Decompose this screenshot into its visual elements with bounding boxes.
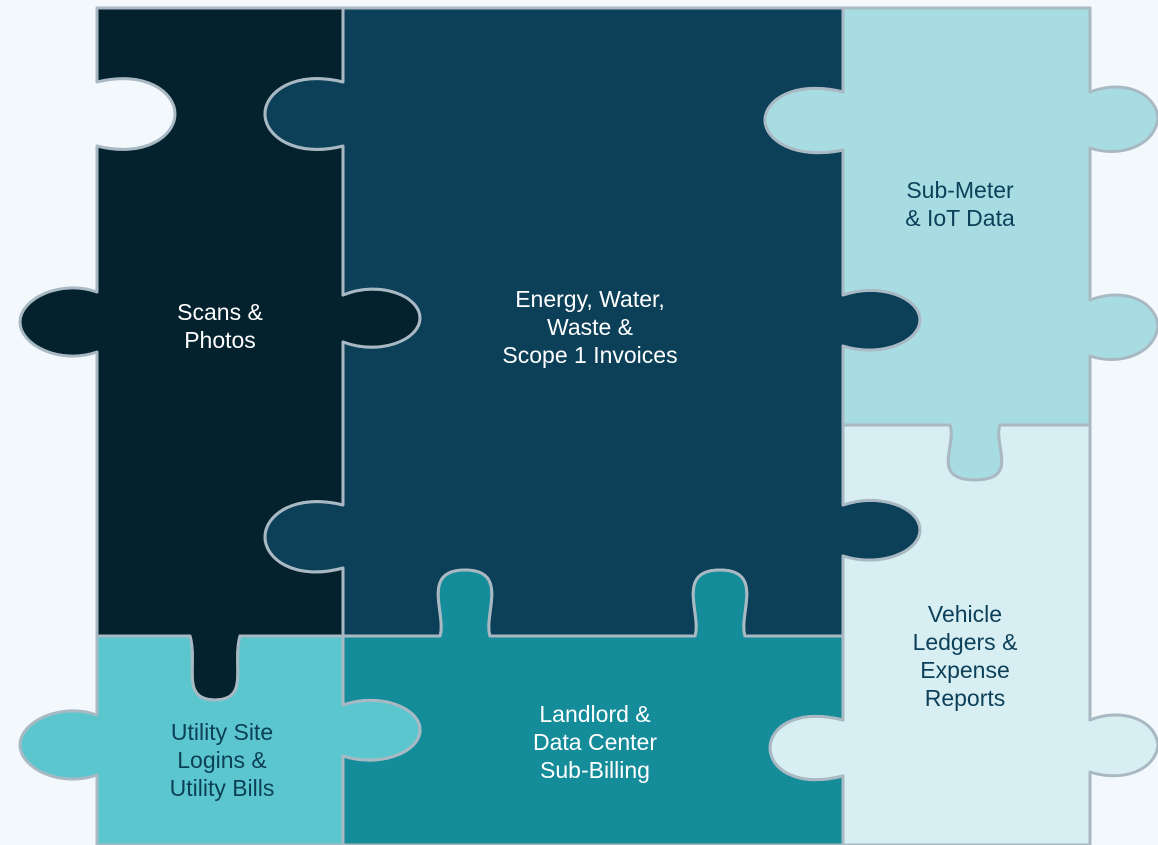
- piece-vehicle-ledgers: [768, 423, 1158, 845]
- label-line: Sub-Meter: [906, 177, 1014, 203]
- label-line: & IoT Data: [905, 205, 1015, 231]
- label-line: Expense: [920, 657, 1010, 683]
- label-scans-photos: Scans & Photos: [120, 298, 320, 354]
- label-line: Utility Site: [170, 719, 274, 745]
- label-landlord-subbilling: Landlord & Data Center Sub-Billing: [480, 700, 710, 784]
- label-line: Scans &: [177, 299, 263, 325]
- label-line: Ledgers &: [912, 629, 1018, 655]
- label-line: Scope 1 Invoices: [502, 342, 678, 368]
- label-line: Logins &: [177, 747, 267, 773]
- label-submeter-iot: Sub-Meter & IoT Data: [860, 176, 1060, 232]
- label-utility-logins: Utility Site Logins & Utility Bills: [122, 718, 322, 802]
- label-line: Sub-Billing: [540, 757, 650, 783]
- label-line: Energy, Water,: [515, 286, 665, 312]
- piece-utility-logins: [18, 634, 422, 845]
- label-line: Landlord &: [539, 701, 651, 727]
- label-line: Data Center: [532, 729, 657, 755]
- label-line: Utility Bills: [169, 775, 275, 801]
- label-line: Photos: [184, 327, 256, 353]
- label-line: Vehicle: [927, 601, 1003, 627]
- label-vehicle-ledgers: Vehicle Ledgers & Expense Reports: [870, 600, 1060, 712]
- label-line: Waste &: [546, 314, 634, 340]
- label-energy-invoices: Energy, Water, Waste & Scope 1 Invoices: [440, 285, 740, 369]
- label-line: Reports: [924, 685, 1006, 711]
